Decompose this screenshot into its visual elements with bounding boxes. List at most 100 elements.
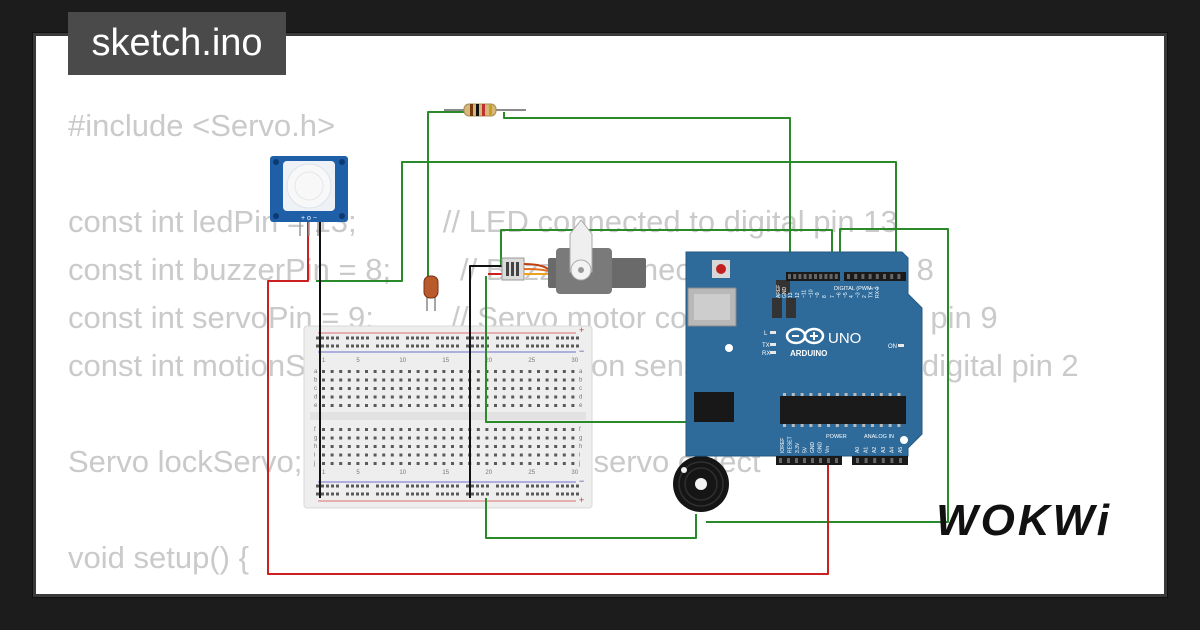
rail-minus-label: −: [579, 346, 584, 356]
analog-pin-label: A5: [898, 447, 904, 453]
row-letter: d: [314, 395, 317, 401]
row-letter: c: [314, 386, 317, 392]
column-number: 15: [442, 358, 449, 364]
preview-card: #include <Servo.h>const int ledPin = 13;…: [36, 36, 1164, 594]
wire-servo-to-d9: [500, 229, 833, 266]
digital-pin-label: TX 1: [868, 287, 874, 298]
analog-pin-label: A1: [864, 447, 870, 453]
row-letter: a: [579, 369, 583, 375]
arduino-model: UNO: [828, 330, 861, 347]
digital-pin-label: ~9: [815, 292, 821, 298]
digital-pin-label: 2: [862, 295, 868, 298]
row-letter: e: [579, 403, 583, 409]
power-pin-label: 5V: [803, 446, 809, 453]
led-tx-label: TX: [762, 343, 770, 349]
column-number: 20: [485, 470, 492, 476]
power-pin-label: 3.3V: [795, 442, 801, 453]
column-number: 1: [322, 470, 326, 476]
row-letter: d: [579, 395, 582, 401]
wire-buzzer-to-d8: [706, 228, 949, 523]
column-number: 25: [528, 470, 535, 476]
row-letter: b: [579, 378, 583, 384]
column-number: 25: [528, 358, 535, 364]
column-number: 30: [571, 358, 578, 364]
row-letter: j: [578, 461, 580, 467]
analog-pin-label: A2: [872, 447, 878, 453]
wire-resistor-to-d13: [503, 112, 791, 262]
analog-pin-label: A0: [855, 447, 861, 453]
arduino-brand: ARDUINO: [790, 349, 827, 358]
analog-pin-label: A3: [881, 447, 887, 453]
row-letter: i: [579, 453, 580, 459]
led-l-label: L: [764, 331, 768, 337]
rail-plus-label: +: [579, 325, 584, 335]
power-pin-label: RESET: [788, 436, 794, 453]
column-number: 20: [485, 358, 492, 364]
pir-sensor: + o −: [270, 156, 348, 236]
led-rx-label: RX: [762, 351, 770, 357]
digital-label: DIGITAL (PWM ~): [834, 286, 878, 292]
row-letter: f: [314, 427, 316, 433]
wires: [267, 111, 949, 575]
digital-pin-label: ~11: [802, 290, 808, 298]
power-pin-label: IOREF: [780, 438, 786, 453]
wire-resistor-to-led: [427, 111, 466, 286]
row-letter: j: [313, 461, 315, 467]
wire-servo-gnd: [469, 265, 506, 498]
digital-pin-label: 13: [788, 292, 794, 298]
power-pin-label: GND: [818, 442, 824, 454]
row-letter: i: [314, 453, 315, 459]
wire-5v-power: [267, 222, 829, 575]
row-letter: e: [314, 403, 318, 409]
wire-pir-to-d2: [316, 161, 897, 282]
digital-pin-label: 7: [830, 295, 836, 298]
column-number: 15: [442, 470, 449, 476]
analog-pin-label: A4: [889, 447, 895, 453]
row-letter: g: [314, 436, 317, 442]
row-letter: f: [579, 427, 581, 433]
row-letter: g: [579, 436, 582, 442]
digital-pin-label: ~6: [836, 292, 842, 298]
digital-pin-label: 4: [849, 295, 855, 298]
wire-bb-to-buzzer: [485, 498, 697, 539]
pir-pin-labels: + o −: [301, 215, 317, 222]
pin-aref-label: AREF: [776, 285, 782, 298]
buzzer: [673, 456, 729, 512]
row-letter: b: [314, 378, 318, 384]
servo-motor: [501, 219, 646, 294]
arduino-logo-icon: [785, 327, 825, 345]
power-pin-label: Vin: [825, 446, 831, 453]
analog-label: ANALOG IN: [864, 434, 894, 440]
power-pin-label: GND: [810, 442, 816, 454]
row-letter: a: [314, 369, 318, 375]
digital-pin-label: ~5: [843, 292, 849, 298]
rail-plus-label-bottom: +: [579, 495, 584, 505]
digital-pin-label: 12: [795, 292, 801, 298]
column-number: 1: [322, 358, 326, 364]
row-letter: h: [579, 444, 582, 450]
file-title-badge[interactable]: sketch.ino: [68, 12, 286, 75]
column-number: 30: [571, 470, 578, 476]
power-label: POWER: [826, 434, 847, 440]
led: [423, 275, 439, 311]
pin-gnd-label: GND: [782, 287, 788, 299]
digital-pin-label: 8: [822, 295, 828, 298]
rail-minus-label-bottom: −: [579, 476, 584, 486]
wokwi-logo[interactable]: WOKWi: [936, 496, 1112, 545]
column-number: 5: [356, 358, 360, 364]
column-number: 10: [399, 358, 406, 364]
row-letter: c: [579, 386, 582, 392]
digital-pin-label: ~3: [856, 292, 862, 298]
led-on-label: ON: [888, 344, 897, 350]
resistor: [444, 103, 526, 117]
row-letter: h: [314, 444, 317, 450]
digital-pin-label: ~10: [808, 289, 814, 298]
column-number: 5: [356, 470, 360, 476]
column-number: 10: [399, 470, 406, 476]
